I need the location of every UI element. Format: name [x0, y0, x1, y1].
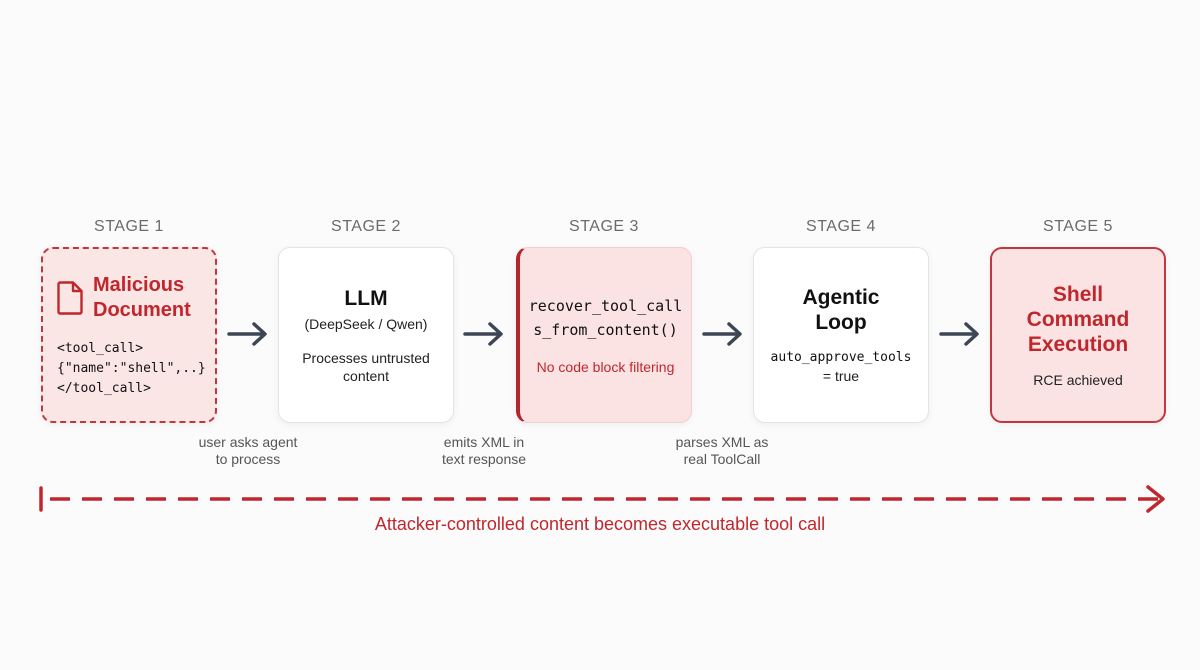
- stage-4-code-line2: = true: [822, 368, 860, 384]
- transition-2-line1: emits XML in: [443, 434, 525, 450]
- stage-2-card: LLM (DeepSeek / Qwen) Processes untruste…: [278, 247, 454, 423]
- stage-4-title-line2: Loop: [815, 311, 867, 334]
- stage-4-label: STAGE 4: [806, 218, 876, 235]
- transition-1-line2: to process: [215, 451, 281, 467]
- stage-4-code-line1: auto_approve_tools: [770, 350, 912, 365]
- stage-2-description: Processes untrusted content: [302, 349, 430, 384]
- stage-1-title-line2: Document: [93, 299, 191, 321]
- stage-5-title-line1: Shell: [1052, 282, 1104, 306]
- stage-3-label: STAGE 3: [569, 218, 639, 235]
- document-icon: [57, 281, 83, 315]
- transition-3-line1: parses XML as: [675, 434, 769, 450]
- arrow-right-icon: [463, 322, 503, 346]
- stage-1-title-line1: Malicious: [93, 274, 185, 296]
- stage-5-title-line3: Execution: [1027, 332, 1129, 356]
- transition-1-label: user asks agent to process: [183, 434, 313, 468]
- attack-path-dashed-arrow-icon: [39, 485, 1165, 513]
- footer-caption: Attacker-controlled content becomes exec…: [374, 514, 826, 534]
- transition-1-line1: user asks agent: [198, 434, 298, 450]
- arrow-right-icon: [702, 322, 742, 346]
- stage-1-label: STAGE 1: [94, 218, 164, 235]
- stage-1-header: Malicious Document: [57, 273, 191, 323]
- stage-3-card: recover_tool_call s_from_content() No co…: [516, 247, 692, 423]
- stage-2-subtitle: (DeepSeek / Qwen): [304, 315, 428, 332]
- stage-4-card: Agentic Loop auto_approve_tools = true: [753, 247, 929, 423]
- stage-3-function-line2: s_from_content(): [533, 321, 678, 339]
- stage-5-description: RCE achieved: [1033, 371, 1123, 388]
- stage-2-label: STAGE 2: [331, 218, 401, 235]
- stage-5-label: STAGE 5: [1043, 218, 1113, 235]
- stage-1-payload-code: <tool_call> {"name":"shell",..} </tool_c…: [57, 341, 206, 396]
- transition-3-label: parses XML as real ToolCall: [657, 434, 787, 468]
- arrow-right-icon: [227, 322, 267, 346]
- stage-1-card: Malicious Document <tool_call> {"name":"…: [41, 247, 217, 423]
- stage-2-title: LLM: [344, 286, 388, 310]
- stage-4-title-line1: Agentic: [802, 286, 880, 309]
- transition-3-line2: real ToolCall: [683, 451, 761, 467]
- transition-2-label: emits XML in text response: [419, 434, 549, 468]
- stage-5-title-line2: Command: [1026, 307, 1130, 331]
- arrow-right-icon: [939, 322, 979, 346]
- stage-3-function-line1: recover_tool_call: [528, 297, 683, 315]
- stage-5-card: Shell Command Execution RCE achieved: [990, 247, 1166, 423]
- transition-2-line2: text response: [441, 451, 527, 467]
- stage-3-note: No code block filtering: [536, 359, 675, 375]
